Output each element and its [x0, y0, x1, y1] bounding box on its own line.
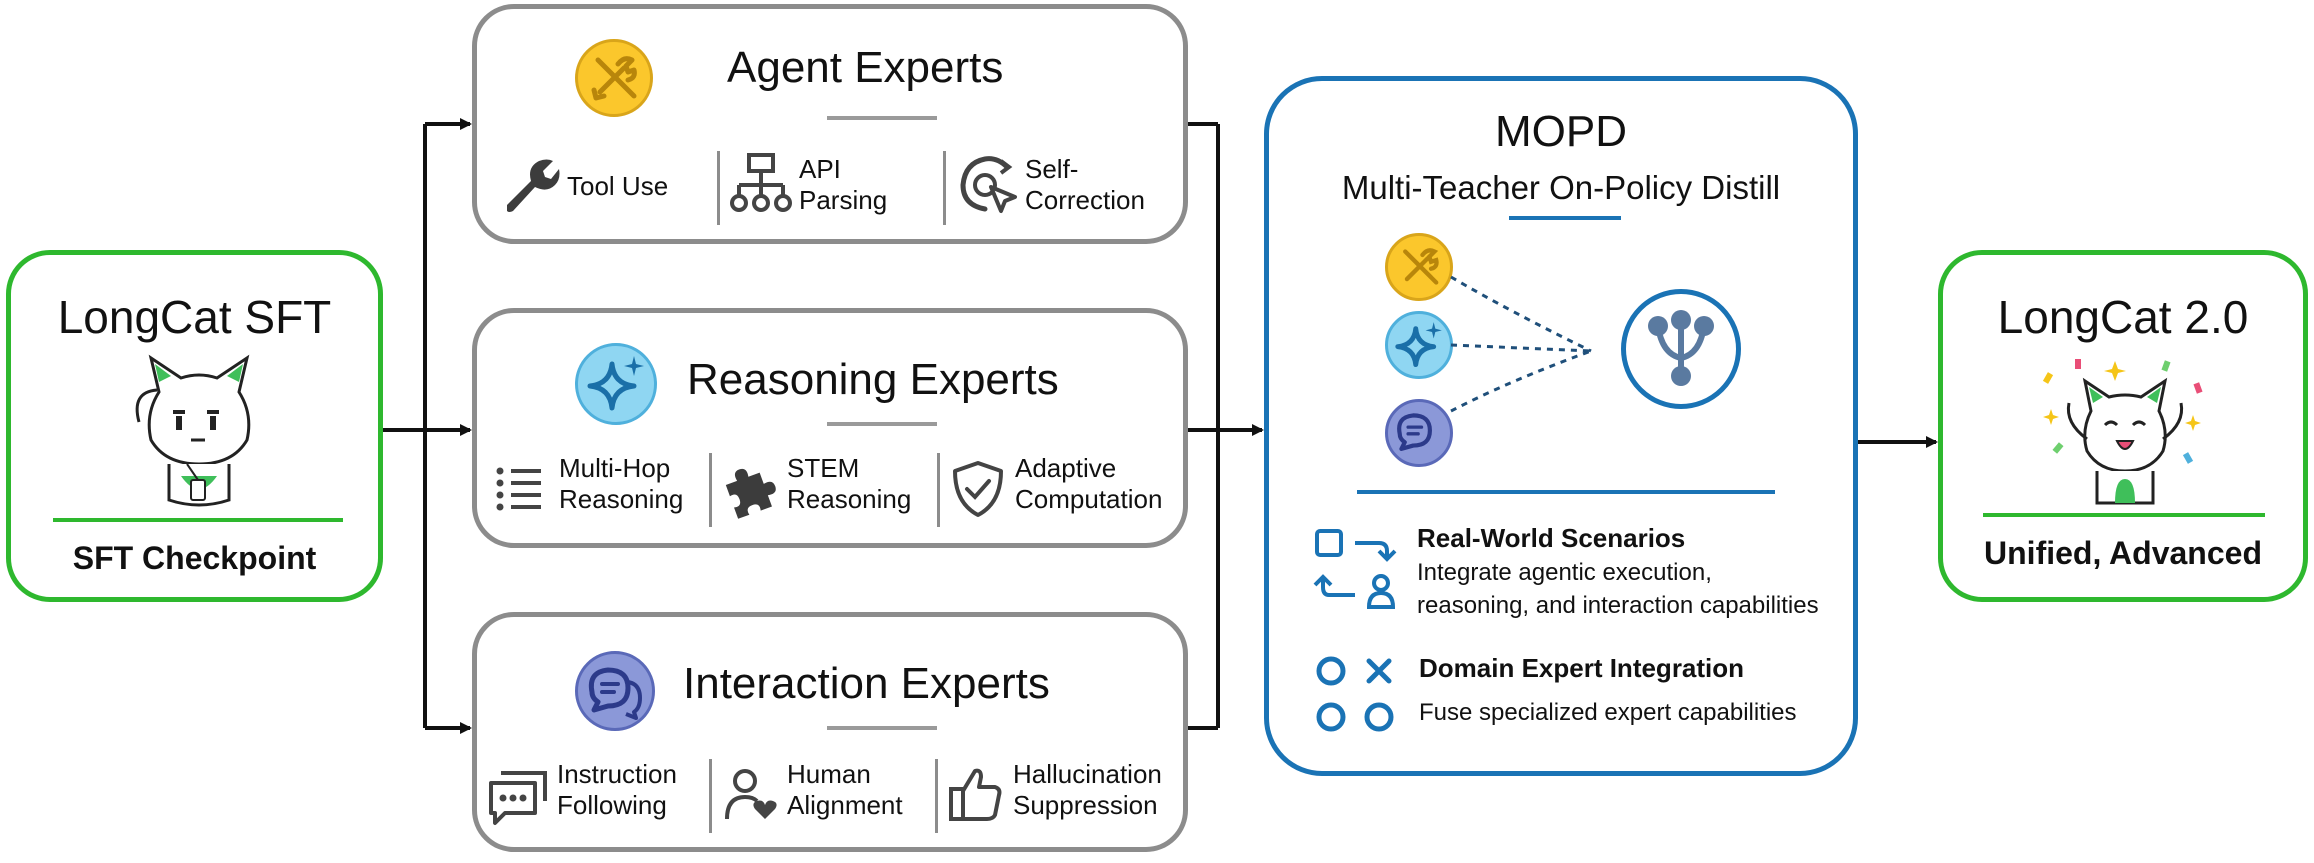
separator	[935, 759, 938, 833]
self-correction-icon	[960, 156, 1017, 213]
distill-dashed-lines	[1450, 275, 1592, 413]
interaction-item-label: Hallucination Suppression	[1013, 759, 1162, 820]
sparkle-icon	[1395, 322, 1442, 368]
separator	[943, 151, 946, 225]
agent-title: Agent Experts	[727, 43, 1004, 92]
agent-item-label: Tool Use	[567, 171, 669, 201]
wrench-screwdriver-icon	[591, 56, 637, 101]
message-dots-icon	[489, 771, 547, 825]
feature-desc: Integrate agentic execution, reasoning, …	[1417, 559, 1819, 619]
interaction-item-label: Human Alignment	[787, 759, 903, 820]
confetti	[2042, 359, 2203, 464]
reasoning-item-label: Multi-Hop Reasoning	[559, 453, 684, 514]
mopd-panel: MOPD Multi-Teacher On-Policy Distill	[1264, 76, 1858, 776]
reasoning-title-underline	[827, 422, 937, 426]
wrench-icon	[507, 159, 560, 212]
mopd-divider	[1357, 490, 1775, 494]
reasoning-title: Reasoning Experts	[687, 355, 1059, 404]
interaction-title: Interaction Experts	[683, 659, 1050, 708]
chat-bubbles-icon	[588, 667, 642, 720]
thumbs-up-icon	[949, 768, 1002, 821]
teacher-reasoning-badge	[1385, 311, 1453, 379]
flow-arrows-icon	[1313, 529, 1397, 609]
mopd-title: MOPD	[1495, 107, 1627, 156]
feature-title: Domain Expert Integration	[1419, 653, 1745, 683]
interaction-badge	[575, 651, 655, 731]
hierarchy-icon	[730, 153, 792, 212]
person-heart-icon	[725, 769, 777, 820]
sft-title: LongCat SFT	[57, 291, 332, 343]
reasoning-item-label: STEM Reasoning	[787, 453, 912, 514]
merge-node-icon	[1648, 310, 1714, 386]
sft-divider	[53, 518, 343, 522]
agent-experts-panel: Agent Experts Tool Use API Parsing Self-…	[472, 4, 1188, 244]
reasoning-badge	[575, 343, 657, 425]
feature-desc: Fuse specialized expert capabilities	[1419, 699, 1797, 726]
sft-caption: SFT Checkpoint	[72, 540, 317, 576]
circles-x-icon	[1316, 656, 1394, 732]
result-title: LongCat 2.0	[1997, 291, 2249, 343]
merge-node-circle	[1621, 289, 1741, 409]
result-divider	[1983, 513, 2265, 517]
interaction-item-label: Instruction Following	[557, 759, 677, 820]
agent-badge	[575, 39, 653, 117]
separator	[937, 453, 940, 527]
result-panel: LongCat 2.0 Unified, Advanced	[1938, 250, 2308, 602]
mopd-subtitle: Multi-Teacher On-Policy Distill	[1341, 169, 1781, 206]
separator	[709, 453, 712, 527]
cat-mascot-icon	[135, 354, 251, 507]
sft-panel: LongCat SFT SFT Checkpoint	[6, 250, 383, 602]
result-caption: Unified, Advanced	[1984, 535, 2262, 571]
agent-title-underline	[827, 116, 937, 120]
mopd-subtitle-underline	[1509, 216, 1621, 220]
wrench-screwdriver-icon	[1403, 248, 1439, 285]
reasoning-item-label: Adaptive Computation	[1015, 453, 1163, 514]
sparkle-icon	[587, 356, 644, 411]
separator	[717, 151, 720, 225]
agent-item-label: API Parsing	[799, 154, 888, 215]
feature-title: Real-World Scenarios	[1417, 523, 1686, 553]
shield-check-icon	[953, 461, 1003, 517]
chat-bubbles-icon	[1397, 413, 1432, 452]
puzzle-icon	[725, 468, 776, 519]
list-icon	[496, 467, 541, 511]
celebrating-cat-icon	[2042, 359, 2203, 505]
agent-item-label: Self- Correction	[1025, 154, 1145, 215]
interaction-title-underline	[827, 726, 937, 730]
interaction-experts-panel: Interaction Experts Instruction Followin…	[472, 612, 1188, 852]
separator	[709, 759, 712, 833]
reasoning-experts-panel: Reasoning Experts Multi-Hop Reasoning ST…	[472, 308, 1188, 548]
teacher-interaction-badge	[1385, 399, 1453, 467]
teacher-agent-badge	[1385, 233, 1453, 301]
